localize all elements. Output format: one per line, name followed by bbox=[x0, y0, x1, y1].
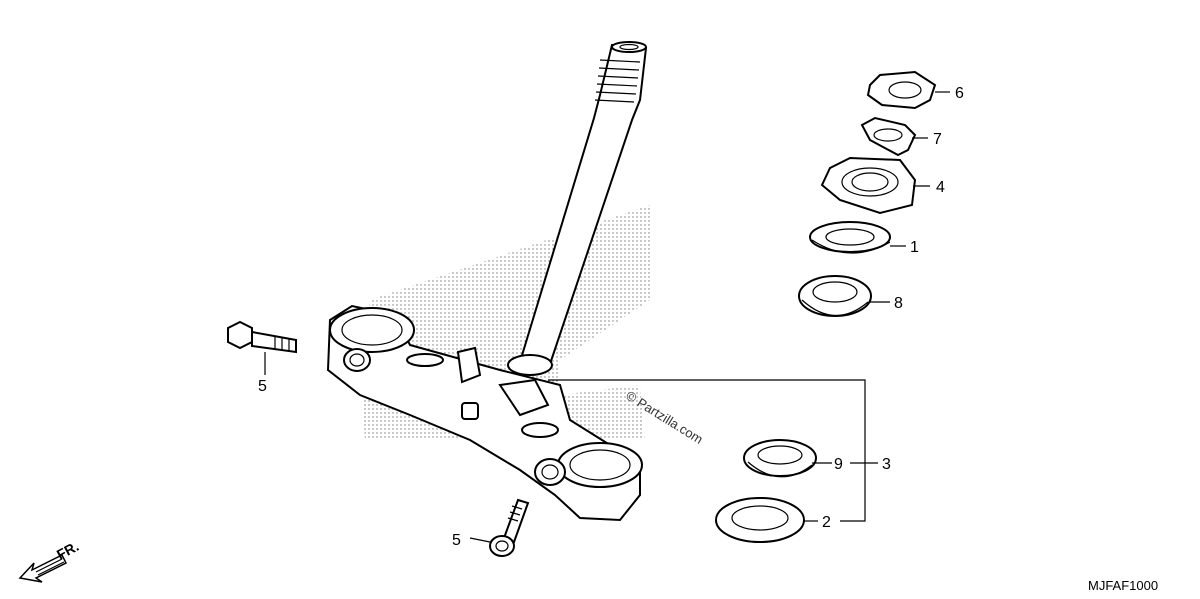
dust-seal-1 bbox=[809, 221, 891, 254]
flange-bolt-lower bbox=[489, 498, 530, 557]
callout-1: 1 bbox=[910, 239, 919, 256]
diagram-code: MJFAF1000 bbox=[1088, 578, 1158, 593]
lower-bearing-9 bbox=[743, 439, 817, 478]
callout-5-upper: 5 bbox=[258, 378, 267, 395]
adjusting-nut-4 bbox=[820, 156, 917, 215]
callout-9: 9 bbox=[834, 456, 843, 473]
lower-triple-clamp bbox=[326, 304, 643, 522]
flange-bolt-upper bbox=[227, 320, 297, 354]
leader-lines bbox=[264, 91, 950, 543]
lock-washer-7 bbox=[860, 116, 917, 157]
callout-8: 8 bbox=[894, 295, 903, 312]
callout-3: 3 bbox=[882, 456, 891, 473]
callout-7: 7 bbox=[933, 131, 942, 148]
callout-2: 2 bbox=[822, 514, 831, 531]
lock-nut-6 bbox=[866, 70, 937, 110]
lower-dust-seal-2 bbox=[715, 497, 805, 543]
upper-bearing-8 bbox=[798, 275, 872, 317]
callout-6: 6 bbox=[955, 85, 964, 102]
callout-5-lower: 5 bbox=[452, 532, 461, 549]
callout-4: 4 bbox=[936, 179, 945, 196]
front-direction-arrow-icon bbox=[18, 553, 68, 583]
